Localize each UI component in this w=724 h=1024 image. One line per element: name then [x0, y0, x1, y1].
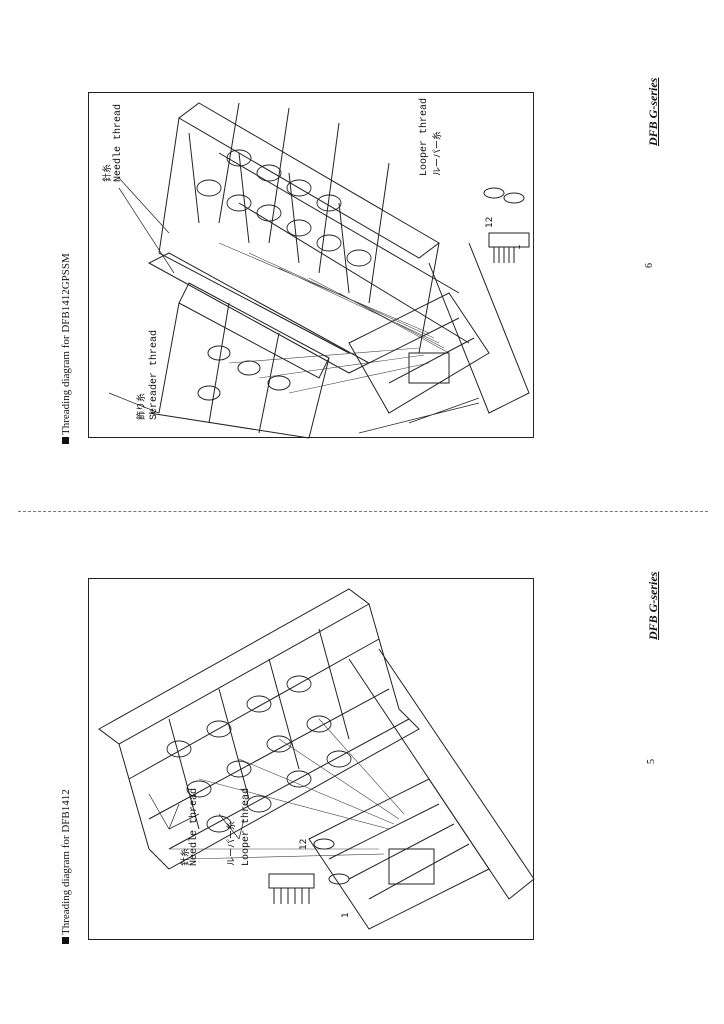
top-spreader-thread-jp: 飾り糸	[137, 392, 147, 420]
page-divider	[18, 511, 708, 512]
top-part-number-1: 1	[513, 244, 523, 250]
top-needle-thread-label: Needle thread	[113, 103, 124, 182]
top-looper-thread-jp: ルーパー糸	[433, 131, 443, 176]
bottom-needle-thread-label: Needle thread	[189, 787, 200, 866]
bottom-threading-diagram	[89, 579, 535, 941]
bottom-looper-thread-label: Looper thread	[241, 787, 252, 866]
square-bullet-icon	[62, 437, 69, 444]
bottom-part-number-12: 12	[299, 838, 309, 850]
top-looper-thread-label: Looper thread	[419, 97, 430, 176]
bottom-thread-lines	[169, 719, 404, 859]
top-machine-head	[349, 243, 529, 413]
top-diagram-frame	[88, 92, 534, 438]
bottom-needle-cone-rack	[99, 589, 419, 869]
bottom-looper-thread-jp: ルーパー糸	[227, 821, 237, 866]
top-caption: Threading diagram for DFB1412GPSSM	[60, 253, 72, 444]
top-spreader-thread-label: Sereader thread	[149, 329, 160, 420]
bottom-diagram-frame	[88, 578, 534, 940]
top-threading-diagram	[89, 93, 535, 439]
bottom-callout-lines	[149, 794, 244, 839]
bottom-machine-head	[309, 649, 534, 929]
top-needle-cones	[197, 150, 371, 266]
bottom-series-label: DFB G-series	[646, 571, 660, 640]
bottom-page-number: 5	[646, 759, 657, 764]
top-part-number-12: 12	[485, 216, 495, 228]
bottom-needle-parts	[269, 839, 349, 904]
top-page-number: 6	[644, 263, 655, 268]
square-bullet-icon	[62, 937, 69, 944]
top-thread-lines	[219, 243, 449, 393]
bottom-needle-cones	[167, 676, 351, 832]
bottom-caption: Threading diagram for DFB1412	[60, 789, 72, 944]
top-callout-lines	[109, 178, 479, 433]
bottom-part-number-1: 1	[341, 912, 351, 918]
top-series-label: DFB G-series	[646, 77, 660, 146]
top-spreader-cone-rack	[149, 283, 329, 438]
top-needle-parts	[484, 188, 529, 263]
